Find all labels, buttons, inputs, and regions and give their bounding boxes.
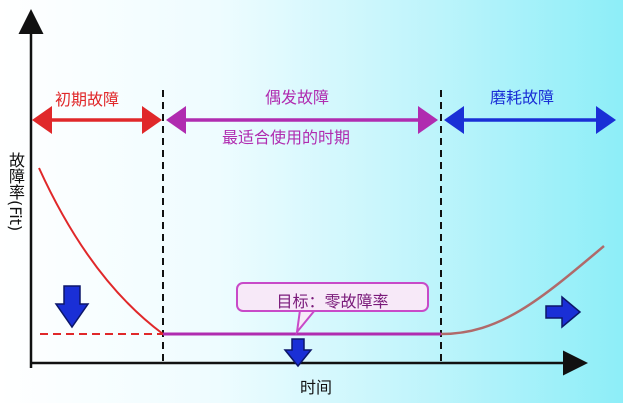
- x-axis-label: 时间: [300, 378, 333, 397]
- right-arrow-icon: [545, 295, 582, 329]
- wear-out-span-arrow: [444, 106, 616, 134]
- wear-out-curve: [440, 245, 605, 336]
- early-failure-label: 初期故障: [55, 90, 120, 109]
- down-arrow-icon: [283, 338, 313, 368]
- down-arrow-icon: [54, 285, 90, 329]
- callout-pointer: [295, 309, 318, 336]
- early-failure-span-arrow: [32, 106, 162, 134]
- target-callout-text: 目标：零故障率: [276, 292, 389, 311]
- target-callout: 目标：零故障率: [236, 282, 429, 312]
- wear-out-label: 磨耗故障: [490, 88, 555, 107]
- early-failure-curve: [38, 167, 164, 335]
- random-failure-span-arrow: [166, 106, 438, 134]
- random-failure-label: 偶发故障: [265, 88, 330, 107]
- optimal-period-label: 最适合使用的时期: [222, 128, 351, 147]
- y-axis-label: 故障率(Fit): [6, 152, 25, 232]
